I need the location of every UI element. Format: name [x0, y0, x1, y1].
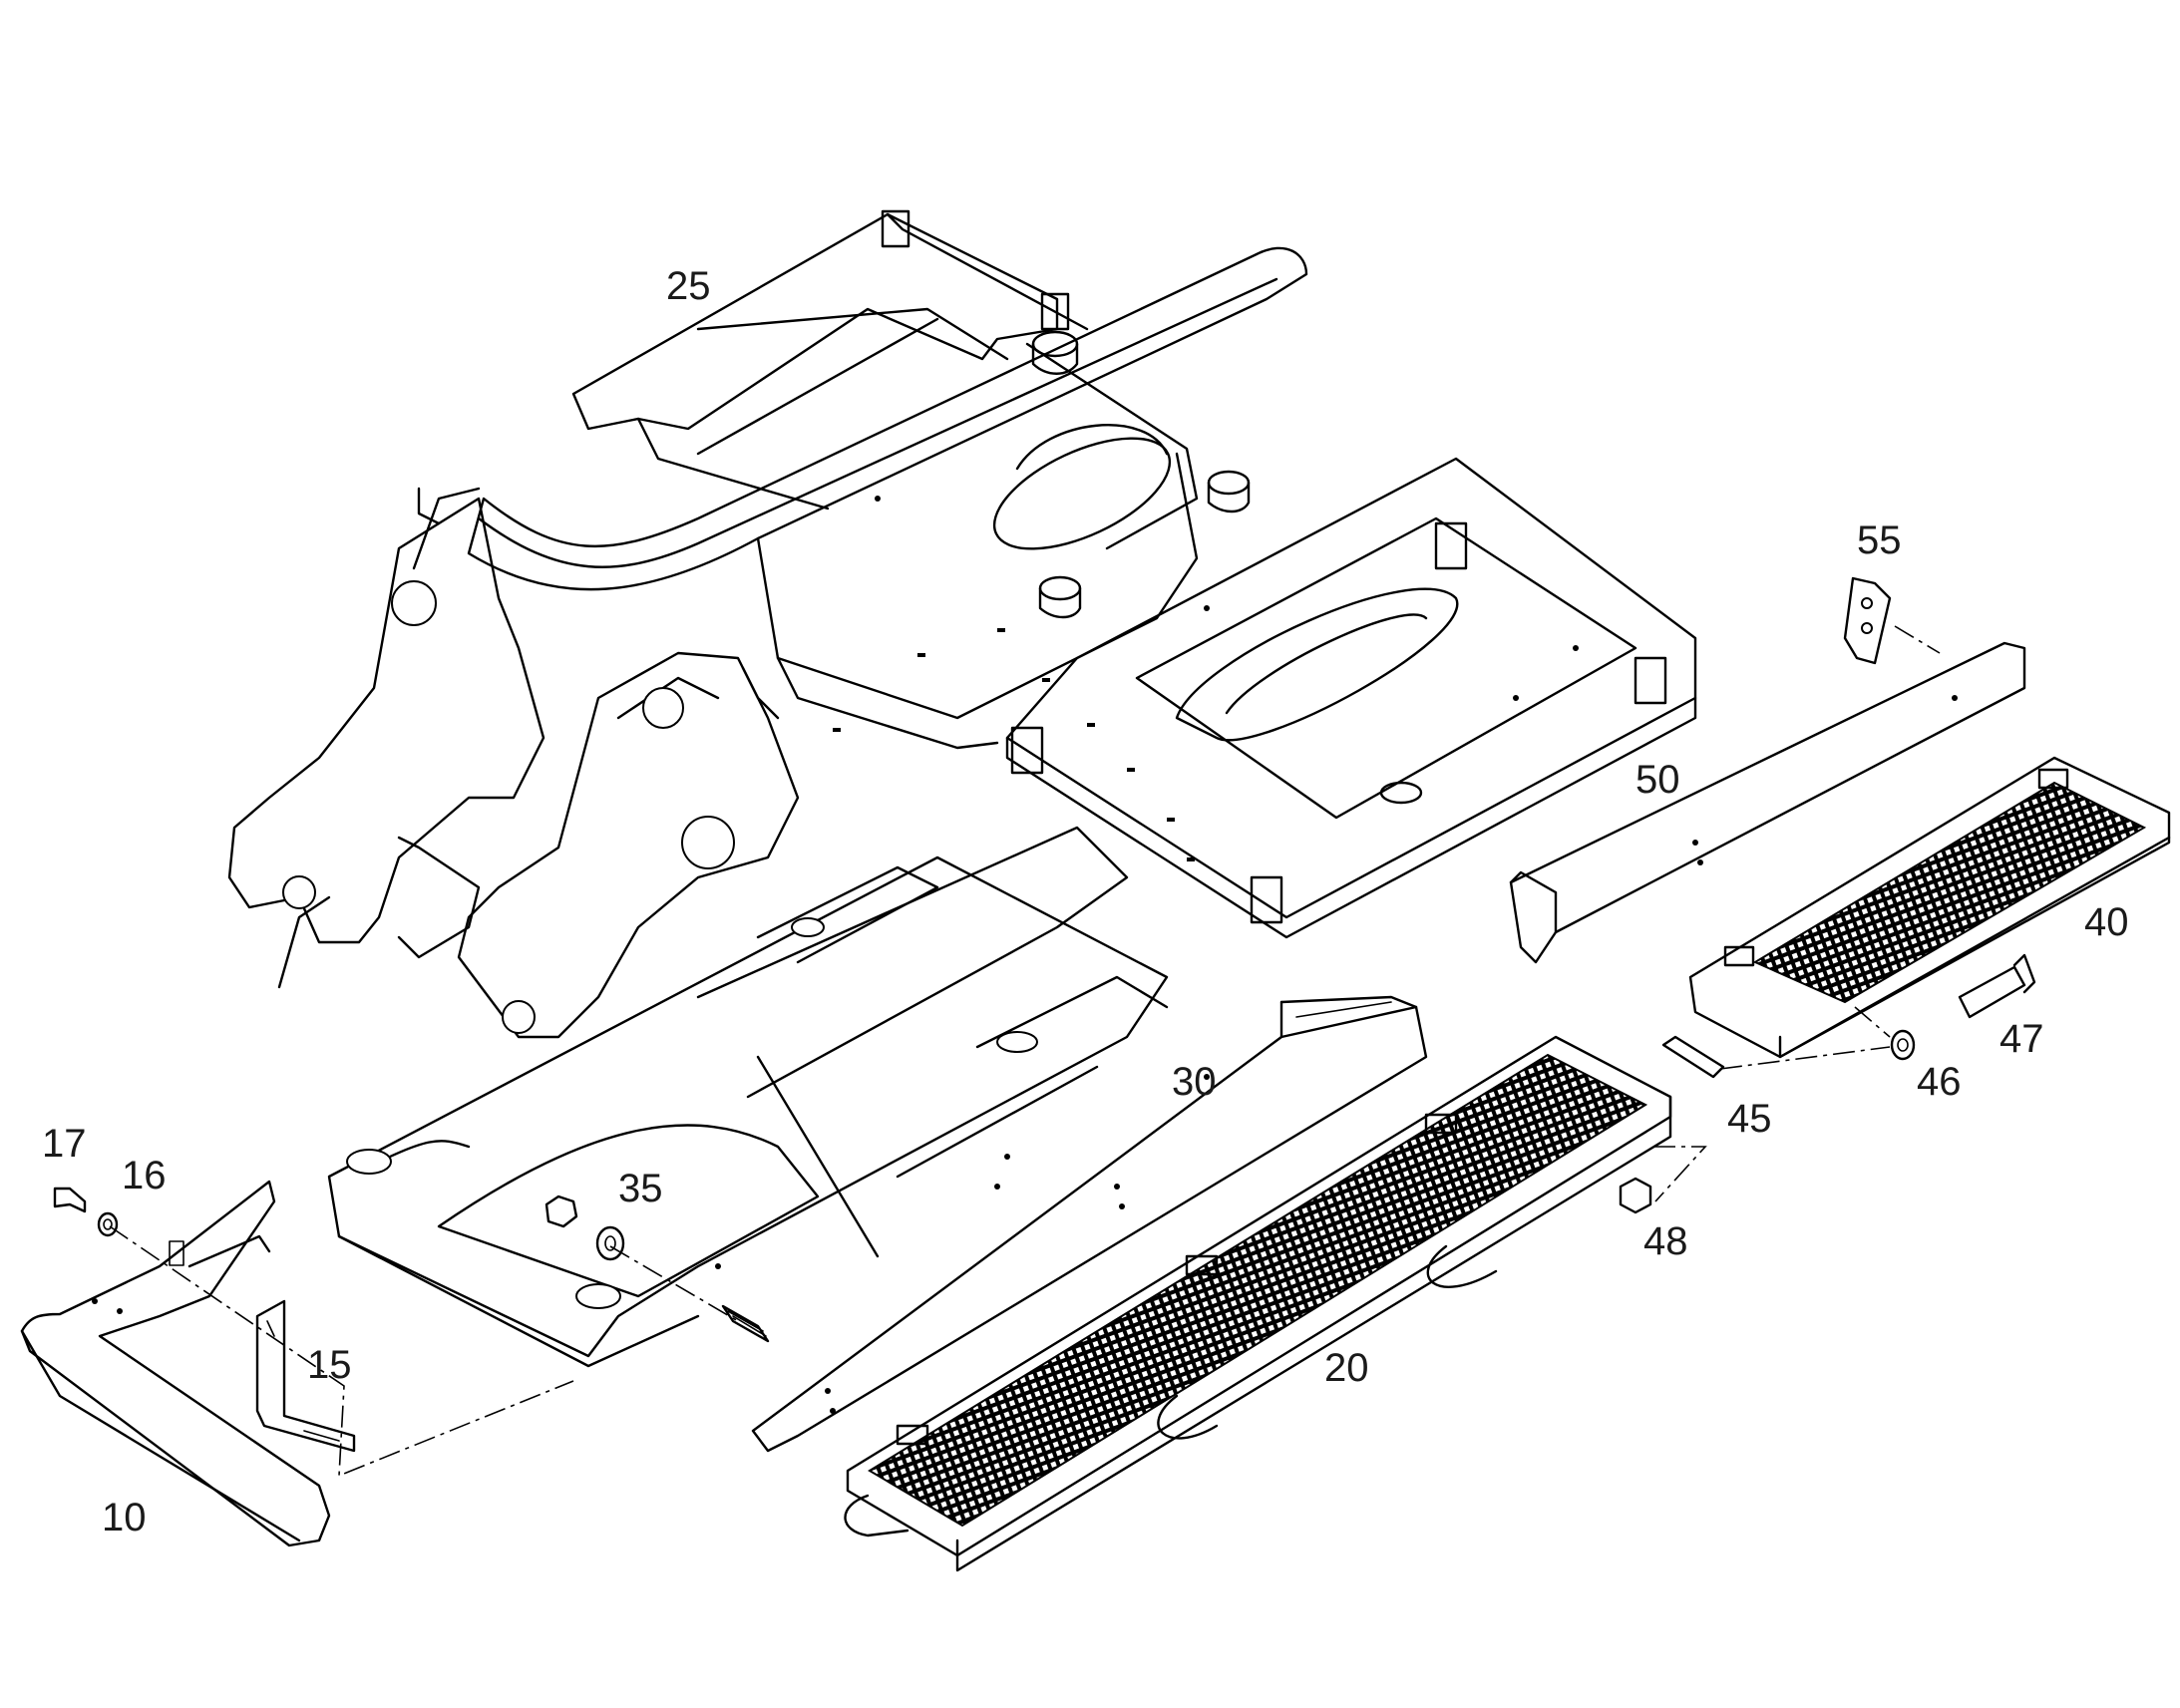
short-step-grate	[1688, 756, 2171, 1059]
callout-25: 25	[666, 264, 711, 308]
front-step-cover	[20, 1180, 331, 1547]
long-step-grate	[844, 1035, 1672, 1572]
callout-55: 55	[1857, 518, 1902, 562]
callout-50: 50	[1635, 758, 1680, 802]
bracket	[255, 1299, 356, 1453]
callout-40: 40	[2084, 900, 2129, 944]
callout-46: 46	[1917, 1060, 1962, 1104]
callout-17: 17	[42, 1122, 87, 1166]
callout-16: 16	[122, 1154, 167, 1197]
callout-30: 30	[1172, 1060, 1217, 1104]
washer-46	[1890, 1029, 1916, 1061]
threaded-spacer	[721, 1304, 770, 1343]
callout-10: 10	[102, 1496, 147, 1539]
nut-35	[545, 1195, 625, 1261]
bolt-17	[53, 1187, 87, 1213]
plate-55	[1843, 576, 1892, 665]
callout-45: 45	[1727, 1097, 1772, 1141]
washer-16	[97, 1211, 119, 1237]
rear-rail	[1509, 641, 2026, 964]
main-frame	[227, 209, 1697, 1368]
front-rail	[751, 995, 1428, 1453]
callout-47: 47	[1999, 1017, 2044, 1061]
callout-15: 15	[307, 1343, 352, 1387]
callout-20: 20	[1324, 1346, 1369, 1390]
callout-35: 35	[618, 1167, 663, 1210]
plate-45	[1661, 1035, 1725, 1079]
callout-labels: 10 15 16 17 20 25 30 35 40 45 46 47 48 5…	[42, 264, 2129, 1539]
nut-48	[1619, 1177, 1652, 1214]
leader-lines	[109, 625, 1941, 1478]
callout-48: 48	[1643, 1219, 1688, 1263]
bolt-47	[1958, 953, 2036, 1019]
